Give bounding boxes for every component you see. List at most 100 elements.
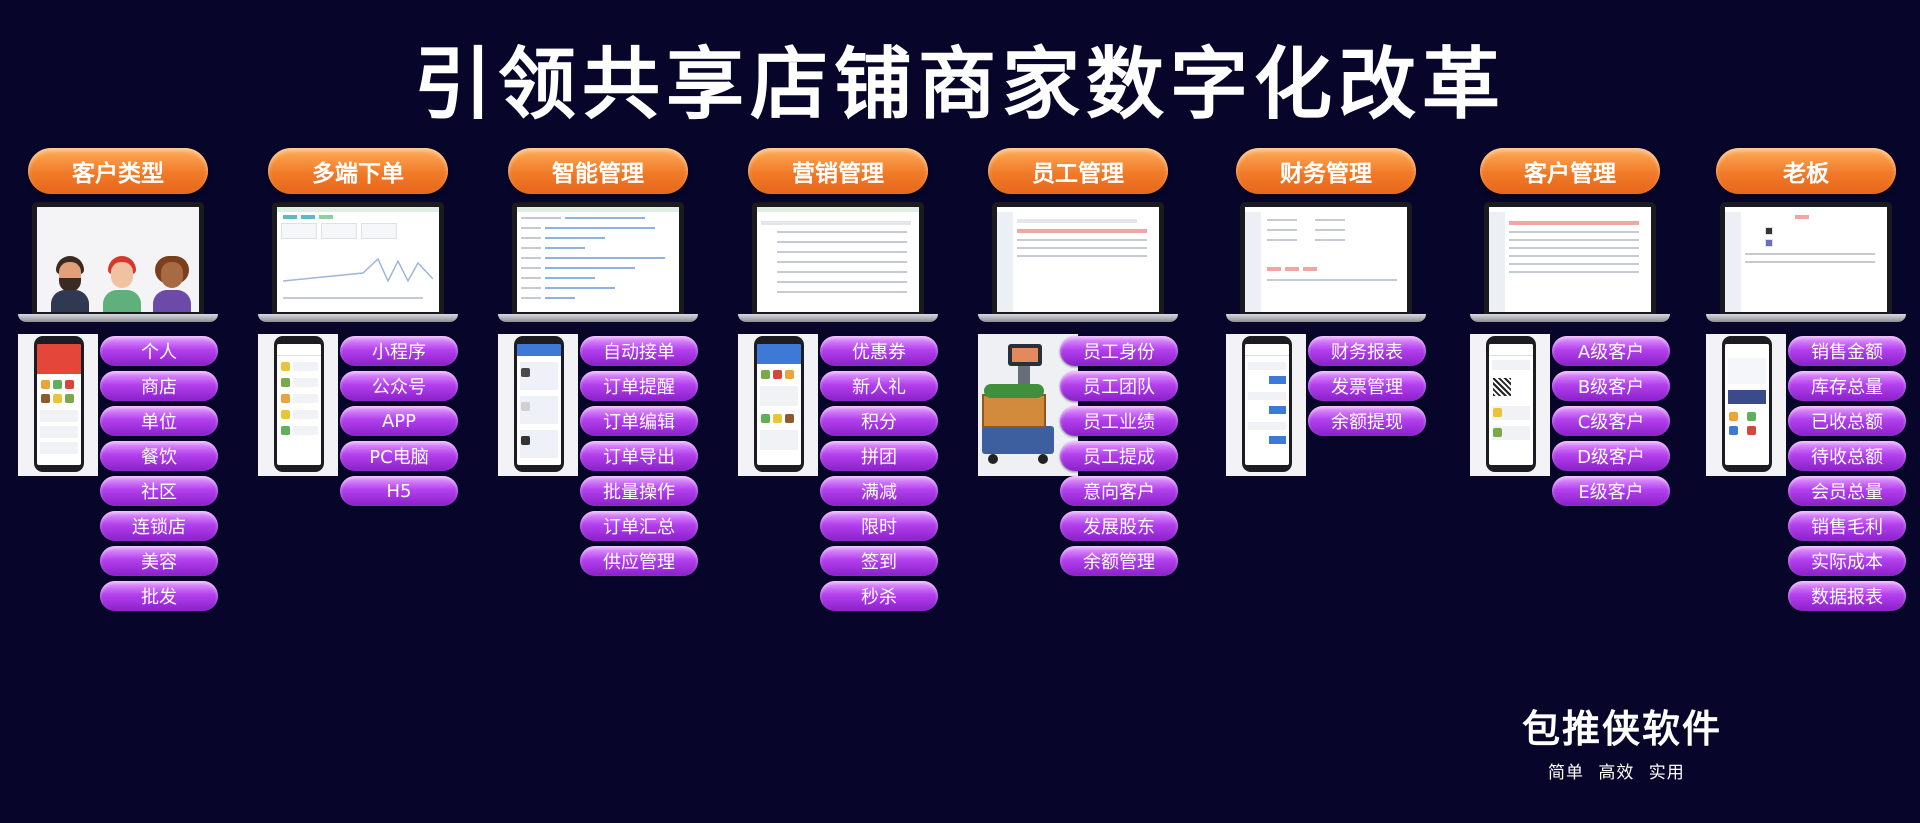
brand-tagline: 简单 高效 实用: [1548, 763, 1685, 783]
feature-pill: 餐饮: [100, 441, 218, 471]
feature-pill: 单位: [100, 406, 218, 436]
feature-pill-list: 销售金额 库存总量 已收总额 待收总额 会员总量 销售毛利 实际成本 数据报表: [1788, 336, 1906, 616]
qr-code-icon: [1493, 378, 1511, 396]
feature-pill: 供应管理: [580, 546, 698, 576]
feature-pill: 会员总量: [1788, 476, 1906, 506]
feature-pill-list: 财务报表 发票管理 余额提现: [1308, 336, 1426, 441]
feature-pill: 批发: [100, 581, 218, 611]
feature-pill: 销售毛利: [1788, 511, 1906, 541]
feature-pill: 订单提醒: [580, 371, 698, 401]
feature-pill: 公众号: [340, 371, 458, 401]
feature-pill: 余额管理: [1060, 546, 1178, 576]
feature-pill: 员工身份: [1060, 336, 1178, 366]
laptop-mockup: [498, 202, 698, 324]
bearded-man-avatar: [49, 256, 89, 312]
feature-pill-list: 小程序 公众号 APP PC电脑 H5: [340, 336, 458, 511]
feature-pill: 签到: [820, 546, 938, 576]
laptop-mockup: [1706, 202, 1906, 324]
feature-pill: APP: [340, 406, 458, 436]
column-header: 财务管理: [1236, 148, 1416, 194]
feature-pill-list: 个人 商店 单位 餐饮 社区 连锁店 美容 批发: [100, 336, 218, 616]
feature-pill: 秒杀: [820, 581, 938, 611]
feature-pill-list: 员工身份 员工团队 员工业绩 员工提成 意向客户 发展股东 余额管理: [1060, 336, 1178, 581]
feature-pill: 发展股东: [1060, 511, 1178, 541]
column-header: 多端下单: [268, 148, 448, 194]
feature-pill: 小程序: [340, 336, 458, 366]
column-multi-ordering: 多端下单 小程序 公众号 APP: [258, 148, 458, 628]
feature-pill: 拼团: [820, 441, 938, 471]
feature-pill: 员工团队: [1060, 371, 1178, 401]
feature-pill: 订单导出: [580, 441, 698, 471]
column-header: 老板: [1716, 148, 1896, 194]
staff-table-screen: [997, 207, 1159, 312]
feature-pill: 员工业绩: [1060, 406, 1178, 436]
column-smart-management: 智能管理 自动接: [498, 148, 698, 628]
order-list-screen: [517, 207, 679, 312]
dashboard-screen: [277, 207, 439, 312]
feature-pill: A级客户: [1552, 336, 1670, 366]
column-header: 客户管理: [1480, 148, 1660, 194]
column-boss: 老板 销售金额 库存总量 已收总额: [1706, 148, 1906, 628]
feature-pill: 新人礼: [820, 371, 938, 401]
feature-pill: D级客户: [1552, 441, 1670, 471]
feature-pill-list: 自动接单 订单提醒 订单编辑 订单导出 批量操作 订单汇总 供应管理: [580, 336, 698, 581]
feature-pill: 订单编辑: [580, 406, 698, 436]
feature-pill: 数据报表: [1788, 581, 1906, 611]
feature-pill-list: A级客户 B级客户 C级客户 D级客户 E级客户: [1552, 336, 1670, 511]
column-header: 营销管理: [748, 148, 928, 194]
feature-pill: 商店: [100, 371, 218, 401]
column-finance-management: 财务管理 财务报表 发: [1226, 148, 1426, 628]
curly-hair-woman-avatar: [151, 256, 191, 312]
page-title: 引领共享店铺商家数字化改革: [413, 40, 1506, 130]
phone-mockup: [1706, 334, 1786, 476]
phone-mockup: [738, 334, 818, 476]
customer-table-screen: [1489, 207, 1651, 312]
column-customer-types: 客户类型: [18, 148, 218, 628]
feature-pill: 社区: [100, 476, 218, 506]
phone-mockup: [258, 334, 338, 476]
feature-pill: B级客户: [1552, 371, 1670, 401]
feature-pill: C级客户: [1552, 406, 1670, 436]
feature-pill: 库存总量: [1788, 371, 1906, 401]
laptop-mockup: [738, 202, 938, 324]
report-screen: [1725, 207, 1887, 312]
feature-pill: E级客户: [1552, 476, 1670, 506]
column-header: 员工管理: [988, 148, 1168, 194]
red-hair-woman-avatar: [101, 256, 141, 312]
feature-pill: 订单汇总: [580, 511, 698, 541]
brand-name: 包推侠软件: [1522, 707, 1723, 751]
feature-pill: 已收总额: [1788, 406, 1906, 436]
column-customer-management: 客户管理 A级客户 B: [1470, 148, 1670, 628]
table-screen: [757, 207, 919, 312]
laptop-mockup: [258, 202, 458, 324]
laptop-mockup: [18, 202, 218, 324]
laptop-mockup: [1226, 202, 1426, 324]
feature-pill: 限时: [820, 511, 938, 541]
column-header: 客户类型: [28, 148, 208, 194]
feature-pill: 优惠券: [820, 336, 938, 366]
feature-pill: 积分: [820, 406, 938, 436]
feature-pill: 批量操作: [580, 476, 698, 506]
laptop-mockup: [978, 202, 1178, 324]
feature-pill: PC电脑: [340, 441, 458, 471]
people-illustration: [37, 207, 199, 312]
finance-screen: [1245, 207, 1407, 312]
laptop-mockup: [1470, 202, 1670, 324]
column-marketing-management: 营销管理 优惠券: [738, 148, 938, 628]
feature-pill-list: 优惠券 新人礼 积分 拼团 满减 限时 签到 秒杀: [820, 336, 938, 616]
feature-pill: 销售金额: [1788, 336, 1906, 366]
column-header: 智能管理: [508, 148, 688, 194]
phone-mockup: [1470, 334, 1550, 476]
feature-pill: 满减: [820, 476, 938, 506]
feature-pill: 实际成本: [1788, 546, 1906, 576]
feature-pill: 连锁店: [100, 511, 218, 541]
feature-pill: 待收总额: [1788, 441, 1906, 471]
column-staff-management: 员工管理 员工身份 员工团队 员工业绩 员工提成 意向客: [978, 148, 1178, 628]
feature-pill: 美容: [100, 546, 218, 576]
feature-pill: 财务报表: [1308, 336, 1426, 366]
feature-pill: 自动接单: [580, 336, 698, 366]
feature-pill: 发票管理: [1308, 371, 1426, 401]
phone-mockup: [18, 334, 98, 476]
feature-pill: H5: [340, 476, 458, 506]
